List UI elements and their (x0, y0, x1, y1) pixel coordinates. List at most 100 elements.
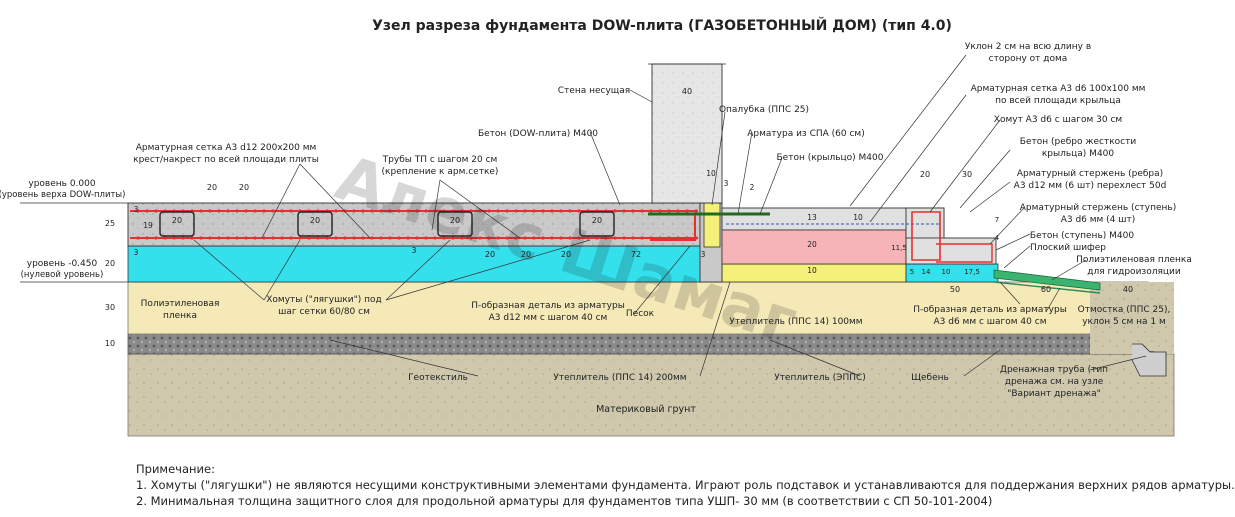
label-slate: Плоский шифер (1030, 243, 1106, 253)
rebar-dot (586, 236, 590, 240)
rebar-dot (541, 209, 545, 213)
label-drain-2: дренажа см. на узле (1005, 377, 1104, 387)
level-zero-label-1: уровень -0.450 (27, 259, 98, 269)
dim-frog-20-3: 20 (450, 216, 460, 225)
label-slope-2: сторону от дома (989, 54, 1068, 64)
level-zero-label-2: (нулевой уровень) (21, 270, 104, 280)
pe-film-right-line (993, 281, 1101, 294)
label-insul-epps: Утеплитель (ЭППС) (774, 373, 866, 383)
dim-frog-20-2: 20 (310, 216, 320, 225)
rebar-dot (397, 209, 401, 213)
dim-slab-20: 20 (105, 259, 115, 268)
dim-top-20-b: 20 (239, 183, 249, 192)
dim-13: 13 (807, 213, 817, 222)
rebar-dot (532, 236, 536, 240)
rebar-dot (280, 236, 284, 240)
rebar-dot (352, 209, 356, 213)
rebar-dot (280, 209, 284, 213)
dim-frog-20-4: 20 (592, 216, 602, 225)
rebar-dot (253, 236, 257, 240)
rebar-dot (514, 236, 518, 240)
dim-5: 5 (910, 268, 914, 276)
rebar-dot (370, 236, 374, 240)
rebar-dot (199, 209, 203, 213)
label-step: Бетон (ступень) М400 (1030, 231, 1134, 241)
dim-rib-30: 30 (962, 170, 972, 179)
dim-2: 2 (750, 183, 755, 192)
note-2: 2. Минимальная толщина защитного слоя дл… (136, 494, 993, 508)
rebar-dot (235, 209, 239, 213)
label-geotextile: Геотекстиль (408, 373, 468, 383)
rebar-dot (478, 209, 482, 213)
rebar-dot (316, 236, 320, 240)
dim-bot-20-c: 20 (561, 250, 571, 259)
dim-rib-20: 20 (920, 170, 930, 179)
rebar-dot (685, 209, 689, 213)
rebar-dot (577, 209, 581, 213)
porch-pps-block (721, 229, 907, 265)
rebar-dot (496, 209, 500, 213)
rebar-dot (253, 209, 257, 213)
label-u-part-porch-1: П-образная деталь из арматуры (913, 305, 1067, 315)
notes-heading: Примечание: (136, 462, 215, 476)
rib-clamp (911, 211, 941, 261)
rebar-dot (208, 209, 212, 213)
rebar-dot (388, 236, 392, 240)
dim-60: 60 (1041, 285, 1051, 294)
rebar-dot (631, 209, 635, 213)
dim-10-step: 10 (942, 268, 951, 276)
dim-4: 4 (995, 234, 1000, 242)
rebar-dot (559, 236, 563, 240)
rebar-dot (343, 209, 347, 213)
rebar-dot (523, 209, 527, 213)
rebar-dot (415, 236, 419, 240)
label-insul-200: Утеплитель (ППС 14) 200мм (553, 373, 686, 383)
rebar-dot (667, 209, 671, 213)
rebar-dot (262, 236, 266, 240)
label-frogs-1: Хомуты ("лягушки") под (266, 295, 382, 305)
label-pe-film-right-2: для гидроизоляции (1087, 267, 1181, 277)
rebar-dot (649, 209, 653, 213)
label-u-part-1: П-образная деталь из арматуры (471, 301, 625, 311)
rebar-dot (550, 209, 554, 213)
label-insul-100: Утеплитель (ППС 14) 100мм (729, 317, 862, 327)
rebar-dot (289, 209, 293, 213)
dim-17-5: 17,5 (964, 268, 980, 276)
diagram-title: Узел разреза фундамента DOW-плита (ГАЗОБ… (372, 17, 952, 34)
label-pe-film-left-1: Полиэтиленовая (141, 299, 220, 309)
rebar-dot (397, 236, 401, 240)
dim-11-5: 11,5 (891, 244, 907, 252)
rebar-dot (487, 209, 491, 213)
rebar-dot (613, 236, 617, 240)
dim-3-e: 3 (724, 179, 729, 188)
rebar-dot (550, 236, 554, 240)
dim-3-a: 3 (134, 205, 139, 214)
label-mesh-main-2: крест/накрест по всей площади плиты (133, 155, 319, 165)
rebar-dot (379, 209, 383, 213)
rebar-dot (460, 236, 464, 240)
rebar-dot (406, 236, 410, 240)
drain-trench (1131, 343, 1167, 377)
rebar-dot (145, 236, 149, 240)
rebar-dot (487, 236, 491, 240)
rebar-dot (523, 236, 527, 240)
formwork-pps25 (703, 202, 721, 248)
label-blind-2: уклон 5 см на 1 м (1082, 317, 1166, 327)
dim-14: 14 (922, 268, 931, 276)
rebar-dot (217, 209, 221, 213)
dim-40-right: 40 (1123, 285, 1133, 294)
note-1: 1. Хомуты ("лягушки") не являются несущи… (136, 478, 1235, 492)
rebar-dot (361, 209, 365, 213)
rebar-dot (658, 236, 662, 240)
epps-porch-insulation (905, 263, 999, 283)
dim-wall-40: 40 (682, 87, 692, 96)
leader-lines (193, 54, 1147, 377)
rebar-dot (622, 209, 626, 213)
rebar-dot (244, 209, 248, 213)
dim-10-edge: 10 (706, 169, 716, 178)
label-drain-1: Дренажная труба (тип (1000, 365, 1108, 375)
label-gravel: Щебень (911, 373, 949, 383)
rebar-dot (136, 236, 140, 240)
rebar-dot (226, 209, 230, 213)
rebar-dot (694, 209, 698, 213)
